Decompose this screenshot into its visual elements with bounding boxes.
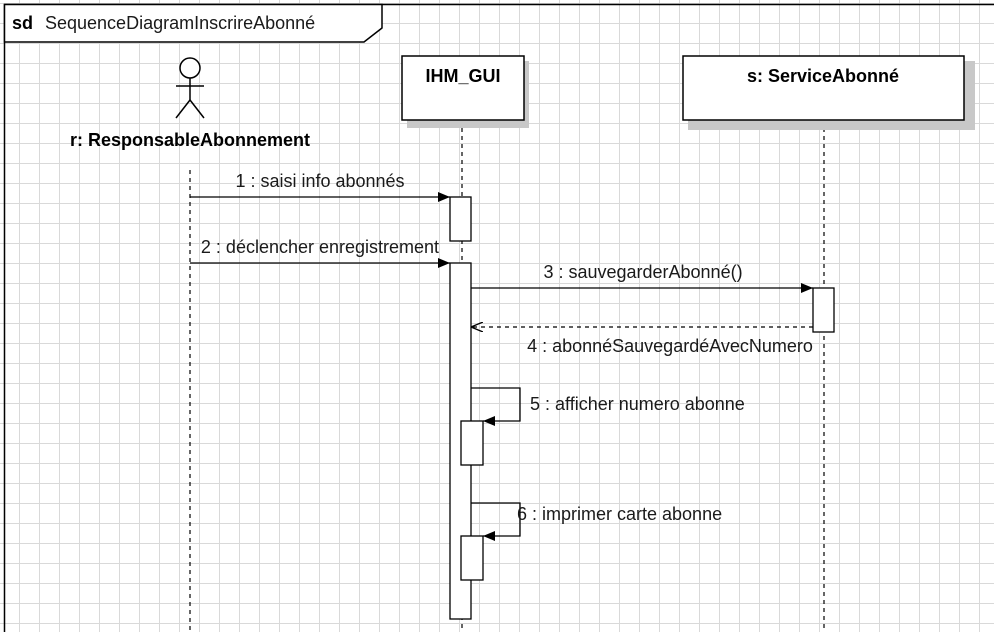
message-2[interactable]: 2 : déclencher enregistrement <box>190 237 450 268</box>
service-box <box>682 55 965 121</box>
frame-keyword: sd <box>12 13 33 33</box>
actor-participant[interactable]: r: ResponsableAbonnement <box>70 57 310 150</box>
message-5[interactable]: 5 : afficher numero abonne <box>471 387 745 426</box>
gui-activation-1 <box>449 196 472 242</box>
frame-tab <box>3 3 383 43</box>
message-6[interactable]: 6 : imprimer carte abonne <box>471 502 722 541</box>
message-1-label: 1 : saisi info abonnés <box>235 171 404 191</box>
message-6-label: 6 : imprimer carte abonne <box>517 504 722 524</box>
message-4-label: 4 : abonnéSauvegardéAvecNumero <box>527 336 813 356</box>
message-3-label: 3 : sauvegarderAbonné() <box>543 262 742 282</box>
actor-label: r: ResponsableAbonnement <box>70 130 310 150</box>
message-4[interactable]: 4 : abonnéSauvegardéAvecNumero <box>471 327 813 356</box>
service-label: s: ServiceAbonné <box>747 66 899 86</box>
frame-title: SequenceDiagramInscrireAbonné <box>45 13 315 33</box>
message-1[interactable]: 1 : saisi info abonnés <box>190 171 450 202</box>
service-participant[interactable]: s: ServiceAbonné <box>682 55 975 130</box>
message-2-label: 2 : déclencher enregistrement <box>201 237 439 257</box>
message-3[interactable]: 3 : sauvegarderAbonné() <box>471 262 813 293</box>
message-6-arrow <box>471 502 521 541</box>
gui-label: IHM_GUI <box>425 66 500 86</box>
gui-participant[interactable]: IHM_GUI <box>401 55 529 128</box>
service-activation <box>812 287 835 333</box>
gui-self-activation-1 <box>460 420 484 466</box>
gui-self-activation-2 <box>460 535 484 581</box>
frame: sd SequenceDiagramInscrireAbonné <box>3 3 994 632</box>
message-5-label: 5 : afficher numero abonne <box>530 394 745 414</box>
gui-box <box>401 55 525 121</box>
stick-figure-icon <box>175 57 205 119</box>
message-5-arrow <box>471 387 521 426</box>
